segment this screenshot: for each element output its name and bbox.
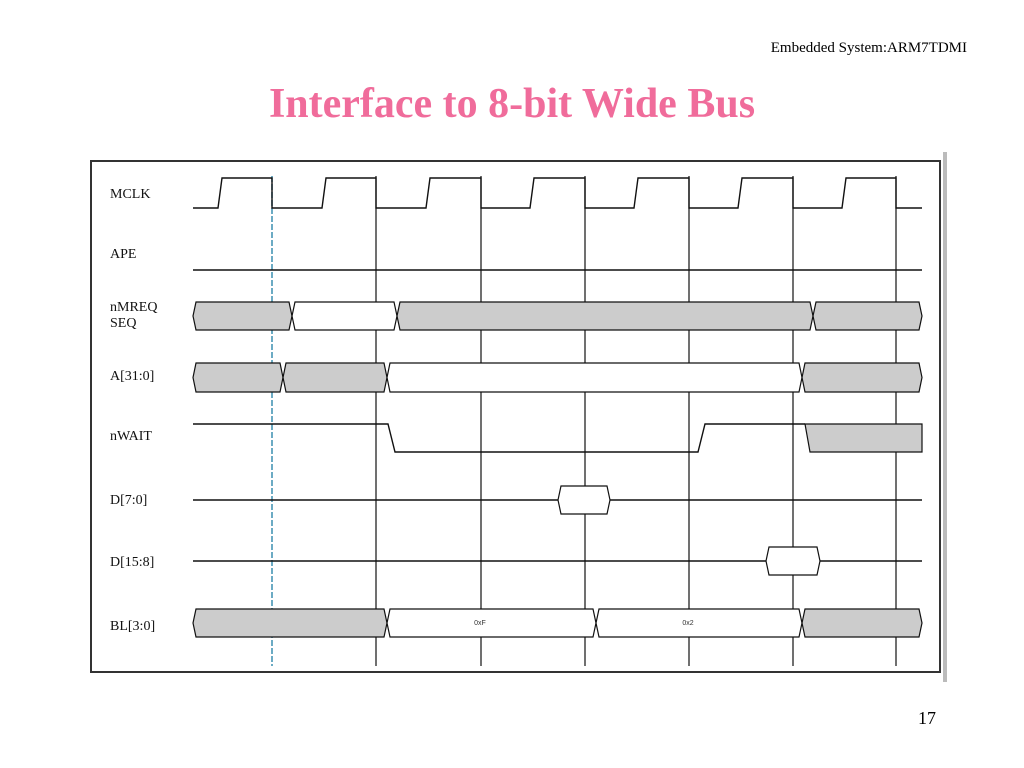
nmreq-seg-3 xyxy=(396,301,814,331)
label-d7: D[7:0] xyxy=(110,493,147,508)
page-number: 17 xyxy=(918,708,936,728)
bl-seg-2 xyxy=(386,608,597,638)
label-addr: A[31:0] xyxy=(110,369,154,384)
bl-seg-3 xyxy=(595,608,803,638)
addr-seg-3 xyxy=(386,362,803,393)
label-mclk: MCLK xyxy=(110,187,150,202)
waveforms: 0xF 0x2 xyxy=(192,177,923,638)
label-bl: BL[3:0] xyxy=(110,619,155,634)
slide-header: Embedded System:ARM7TDMI xyxy=(770,40,967,56)
bl-value-1: 0xF xyxy=(474,620,486,627)
timing-diagram-frame xyxy=(90,160,941,673)
addr-seg-2 xyxy=(282,362,388,393)
addr-seg-1 xyxy=(192,362,284,393)
bl-seg-4 xyxy=(801,608,923,638)
slide-title: Interface to 8-bit Wide Bus xyxy=(268,81,756,127)
addr-seg-4 xyxy=(801,362,923,393)
d15-data xyxy=(765,546,821,576)
label-d15: D[15:8] xyxy=(110,555,154,570)
label-nmreq-2: SEQ xyxy=(110,316,136,331)
bl-seg-1 xyxy=(192,608,388,638)
label-ape: APE xyxy=(110,247,136,262)
nwait-undefined xyxy=(804,423,923,453)
nmreq-seg-2 xyxy=(291,301,398,331)
frame-shadow xyxy=(943,152,947,682)
nmreq-seg-1 xyxy=(192,301,293,331)
bl-value-2: 0x2 xyxy=(682,620,693,627)
nmreq-seg-4 xyxy=(812,301,923,331)
mclk-wave xyxy=(193,177,922,209)
label-nwait: nWAIT xyxy=(110,429,152,444)
label-nmreq: nMREQ xyxy=(110,300,157,315)
d7-data xyxy=(557,485,611,515)
cycle-boundaries xyxy=(271,176,897,666)
nwait-wave xyxy=(193,423,805,453)
